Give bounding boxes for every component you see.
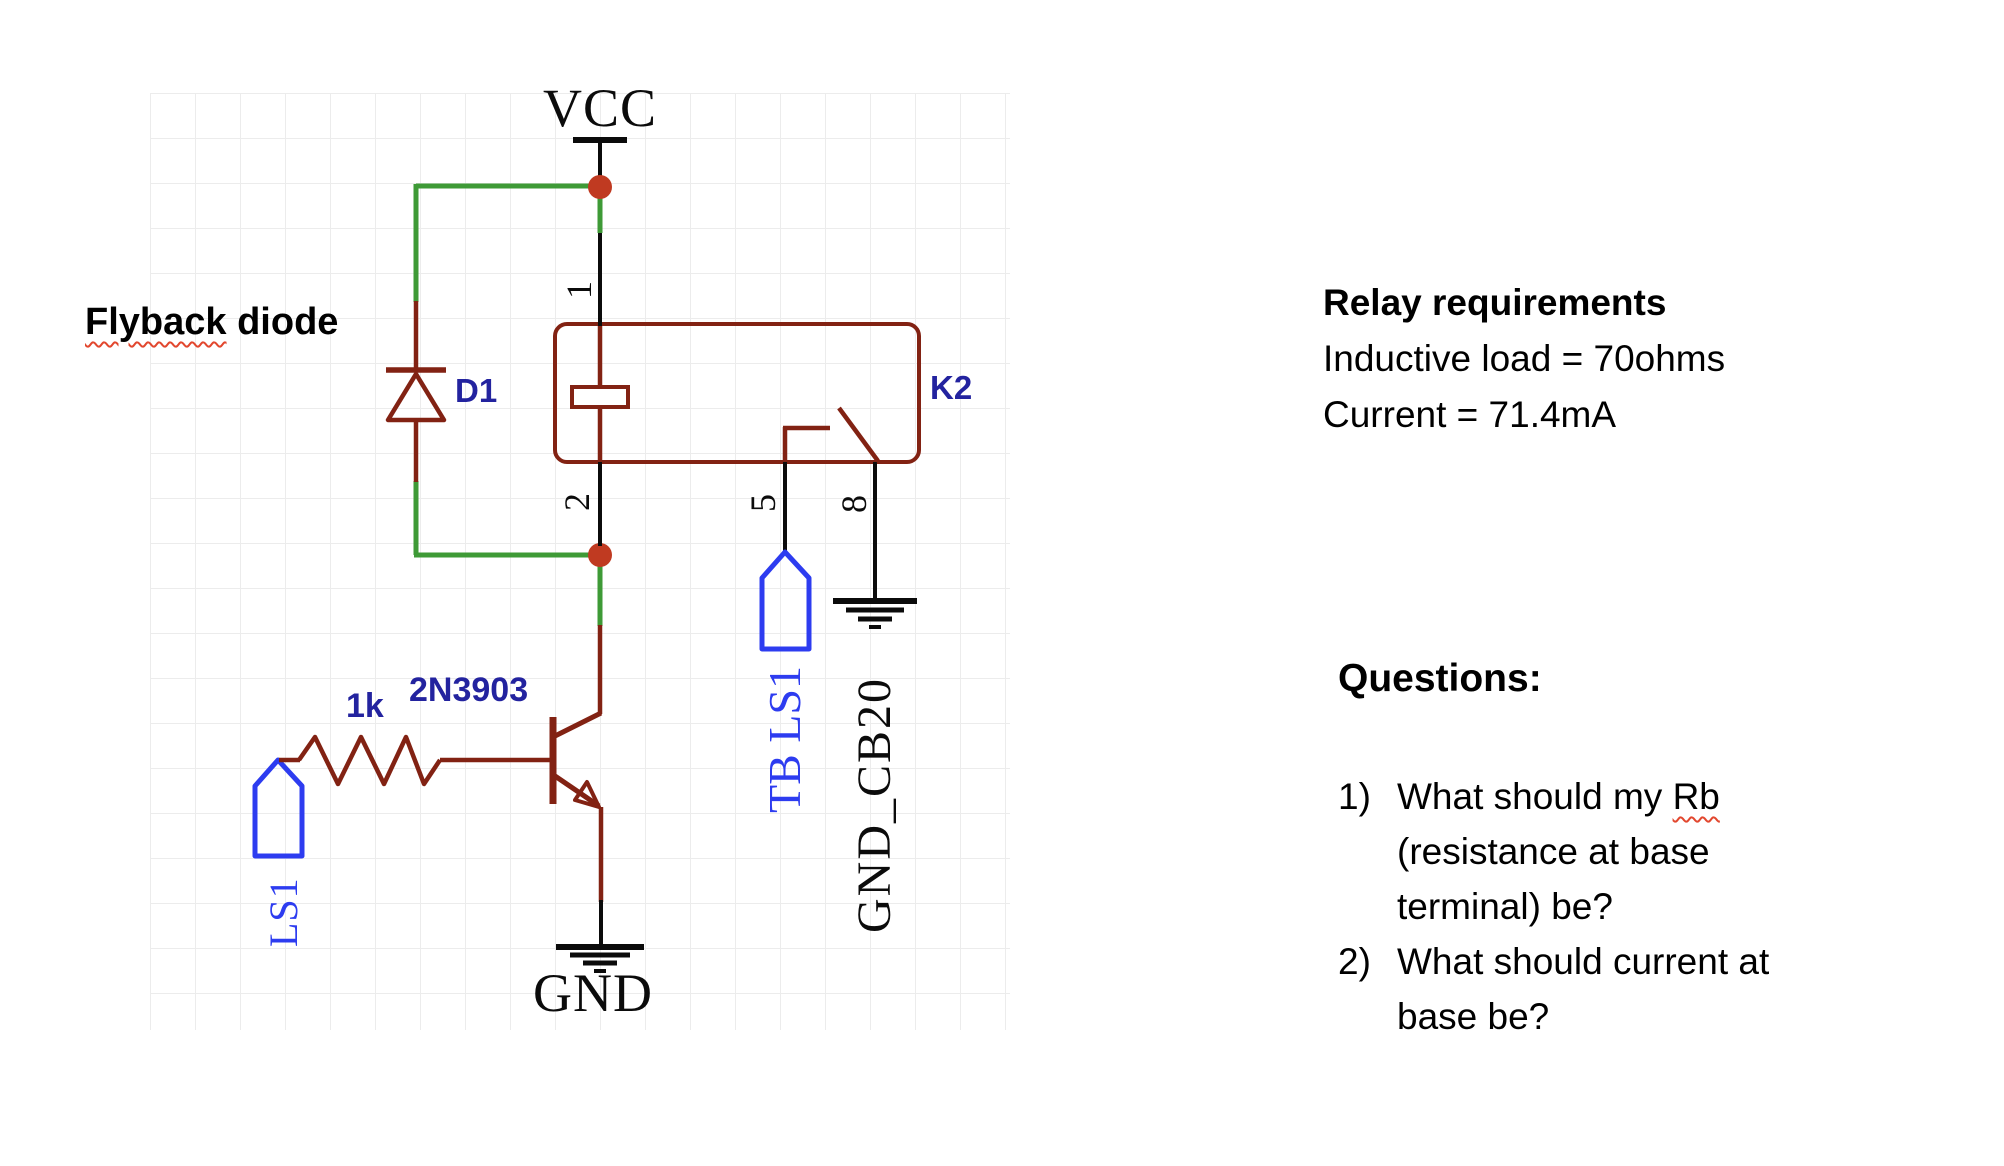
question-2-text: What should current at base be? bbox=[1397, 934, 1769, 1044]
net-label-vcc: VCC bbox=[543, 78, 658, 138]
npn-transistor-symbol bbox=[549, 625, 604, 902]
relay-requirement-current: Current = 71.4mA bbox=[1323, 394, 1617, 435]
annotation-diode-word: diode bbox=[226, 301, 339, 343]
question-item-2: 2) What should current at base be? bbox=[1338, 934, 1769, 1044]
question-2-number: 2) bbox=[1338, 941, 1371, 982]
relay-body bbox=[553, 322, 921, 464]
relay-requirements-block: Relay requirements Inductive load = 70oh… bbox=[1323, 275, 1725, 443]
question-1-line-3: terminal) be? bbox=[1397, 886, 1613, 927]
question-1-line-1: What should my Rb bbox=[1397, 769, 1720, 824]
port-label-ls1: LS1 bbox=[261, 877, 306, 947]
question-1-number: 1) bbox=[1338, 776, 1371, 817]
resistor-value-label: 1k bbox=[346, 687, 384, 725]
junction-dot-bottom bbox=[588, 543, 612, 567]
vcc-power-symbol bbox=[573, 137, 627, 179]
relay-pin-number-8: 8 bbox=[834, 495, 874, 513]
question-1-line-1-prefix: What should my bbox=[1397, 776, 1673, 817]
net-wires-green bbox=[413, 183, 603, 626]
net-label-gnd: GND bbox=[533, 963, 653, 1023]
ground-symbol-main bbox=[556, 900, 644, 973]
relay-pin-number-5: 5 bbox=[743, 494, 783, 512]
relay-coil-symbol bbox=[570, 326, 630, 462]
relay-pins bbox=[598, 233, 877, 600]
question-1-line-2: (resistance at base bbox=[1397, 831, 1710, 872]
relay-requirement-load: Inductive load = 70ohms bbox=[1323, 338, 1726, 379]
designator-2n3903: 2N3903 bbox=[409, 671, 529, 709]
question-1-text: What should my Rb (resistance at base te… bbox=[1397, 769, 1720, 934]
resistor-symbol bbox=[279, 734, 551, 787]
schematic-grid-background bbox=[150, 93, 1010, 1030]
question-item-1: 1) What should my Rb (resistance at base… bbox=[1338, 769, 1769, 934]
net-label-gnd-cb20: GND_CB20 bbox=[848, 676, 901, 933]
port-shape-tb-ls1 bbox=[759, 549, 812, 652]
relay-switch-contact bbox=[782, 406, 880, 463]
annotation-flyback-word: Flyback bbox=[85, 301, 227, 343]
relay-pin-number-1: 1 bbox=[559, 281, 599, 299]
question-2-line-1: What should current at bbox=[1397, 941, 1770, 982]
relay-requirements-heading: Relay requirements bbox=[1323, 282, 1667, 323]
ground-symbol-cb20 bbox=[833, 598, 917, 629]
annotation-flyback-diode: Flyback diode bbox=[85, 303, 338, 341]
question-2-line-2: base be? bbox=[1397, 996, 1550, 1037]
port-label-tb-ls1: TB LS1 bbox=[759, 666, 810, 813]
port-shape-ls1 bbox=[252, 757, 305, 859]
designator-d1: D1 bbox=[455, 372, 498, 409]
questions-heading: Questions: bbox=[1338, 657, 1542, 700]
question-1-rb-term: Rb bbox=[1672, 776, 1720, 817]
questions-list: 1) What should my Rb (resistance at base… bbox=[1338, 769, 1769, 1044]
junction-dot-top bbox=[588, 175, 612, 199]
diode-symbol bbox=[385, 301, 447, 482]
designator-k2: K2 bbox=[930, 369, 973, 406]
relay-pin-number-2: 2 bbox=[557, 493, 597, 511]
